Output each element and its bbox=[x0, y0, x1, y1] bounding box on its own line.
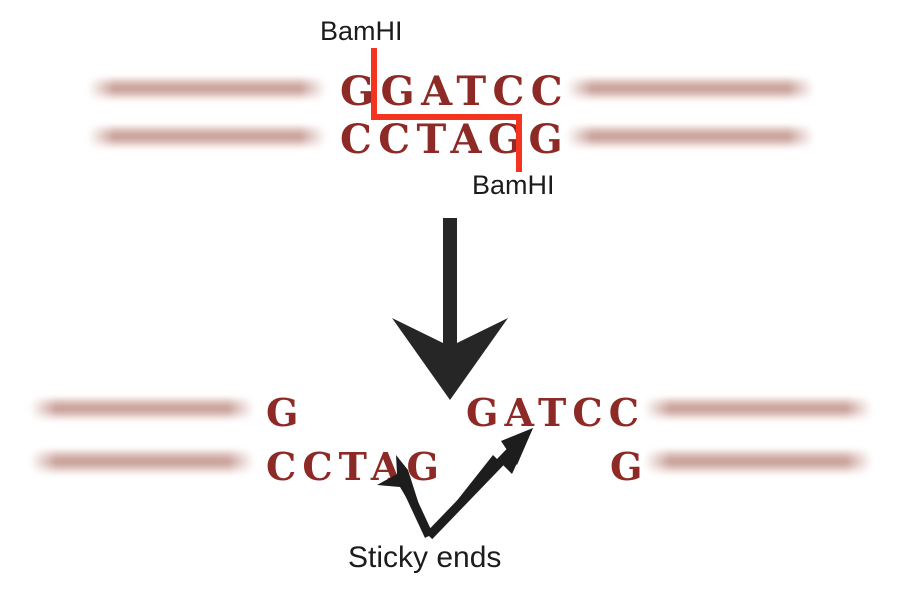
reaction-arrow-down-icon bbox=[392, 218, 508, 400]
dna-strand-top-left-upper bbox=[88, 76, 326, 102]
recognition-sequence-top-strand: GGATCC bbox=[340, 68, 570, 115]
cut-line-vertical-right bbox=[516, 114, 522, 172]
dna-strand-top-right-upper bbox=[566, 76, 814, 102]
dna-strand-top-left-lower bbox=[88, 124, 326, 150]
enzyme-label-bottom: BamHI bbox=[472, 170, 555, 200]
left-fragment-top-strand-sequence: G bbox=[266, 390, 305, 435]
cut-line-vertical-left bbox=[371, 48, 377, 120]
right-fragment-top-strand-sequence: GATCC bbox=[466, 390, 646, 435]
dna-strand-bottom-right-upper bbox=[644, 396, 872, 422]
dna-strand-bottom-left-lower bbox=[30, 448, 254, 476]
dna-strand-top-right-lower bbox=[566, 124, 814, 150]
left-fragment-bottom-strand-sequence: CCTAG bbox=[266, 444, 446, 489]
enzyme-label-top: BamHI bbox=[320, 16, 403, 46]
cut-line-horizontal bbox=[371, 114, 522, 120]
right-fragment-bottom-strand-sequence: G bbox=[610, 444, 649, 489]
dna-strand-bottom-right-lower bbox=[644, 448, 872, 476]
sticky-ends-label: Sticky ends bbox=[348, 541, 502, 574]
dna-strand-bottom-left-upper bbox=[30, 396, 254, 422]
recognition-sequence-bottom-strand: CCTAGG bbox=[340, 116, 570, 163]
